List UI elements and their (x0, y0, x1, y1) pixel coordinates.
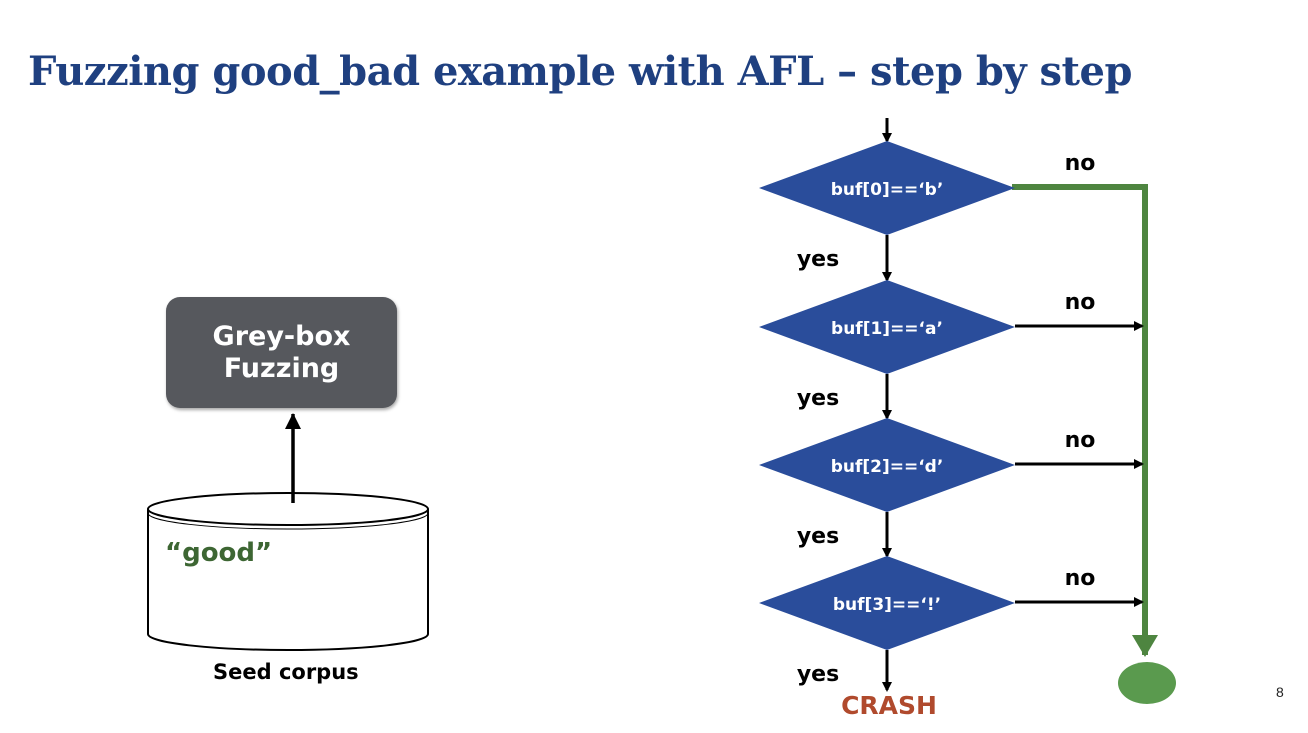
slide-number: 8 (1276, 684, 1284, 700)
slide-title: Fuzzing good_bad example with AFL – step… (28, 48, 1132, 95)
fuzzer-label-line1: Grey-box (212, 320, 351, 352)
yes-label: yes (797, 662, 839, 687)
no-label: no (1065, 428, 1096, 453)
seed-corpus-cylinder (147, 492, 429, 651)
flowchart: buf[0]==‘b’ no yes buf[1]==‘a’ no yes buf[2]==… (759, 118, 1144, 720)
decision-label: buf[2]==‘d’ (831, 457, 944, 477)
yes-label: yes (797, 247, 839, 272)
seed-corpus-label: Seed corpus (213, 660, 359, 684)
cylinder-rim (147, 512, 429, 530)
yes-label: yes (797, 386, 839, 411)
decision-diamond (759, 556, 1015, 650)
decision-diamond (759, 141, 1015, 235)
end-node-circle (1118, 662, 1176, 704)
no-path-highlight-green (1012, 184, 1158, 657)
no-label: no (1065, 151, 1096, 176)
cylinder-top (147, 492, 429, 526)
decision-label: buf[0]==‘b’ (831, 180, 944, 200)
yes-label: yes (797, 524, 839, 549)
decision-label: buf[1]==‘a’ (831, 319, 943, 339)
no-label: no (1065, 566, 1096, 591)
decision-diamond (759, 280, 1015, 374)
decision-label: buf[3]==‘!’ (833, 595, 941, 615)
grey-box-fuzzing-node: Grey-box Fuzzing (166, 297, 397, 408)
fuzzer-label-line2: Fuzzing (223, 352, 340, 384)
no-label: no (1065, 290, 1096, 315)
crash-label: CRASH (841, 691, 937, 720)
cylinder-body (147, 509, 429, 651)
decision-diamond (759, 418, 1015, 512)
seed-content: “good” (165, 538, 273, 568)
